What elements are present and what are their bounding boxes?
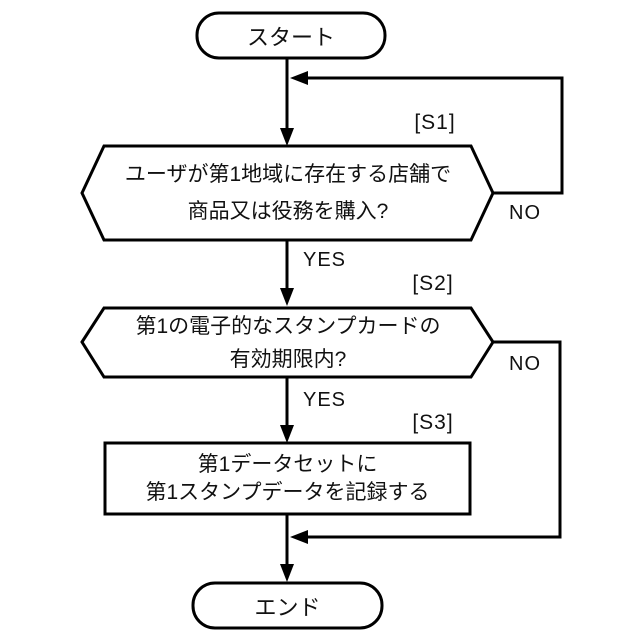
step-tag-s2-text: [S2] — [412, 272, 454, 295]
connector-s2-no-path — [305, 340, 562, 539]
arrowhead-into-s1 — [280, 128, 294, 146]
branch-label-s1-yes: YES — [303, 249, 347, 271]
process-s3-label: 第1データセットに 第1スタンプデータを記録する — [105, 443, 470, 514]
end-node-shape — [191, 581, 384, 630]
arrowhead-s2-no-join — [290, 530, 308, 544]
decision-s2-line1: 第1の電子的なスタンプカードの — [135, 314, 441, 338]
start-node-label: スタート — [197, 13, 385, 58]
decision-s2-line2: 有効期限内? — [229, 347, 347, 371]
end-node-text: エンド — [254, 594, 321, 620]
step-tag-s3: [S3] — [400, 410, 466, 436]
decision-s1-label: ユーザが第1地域に存在する店舗で 商品又は役務を購入? — [84, 146, 492, 240]
start-node-shape — [195, 11, 387, 60]
branch-label-s2-no: NO — [509, 353, 541, 375]
decision-s2-shape — [80, 306, 495, 379]
step-tag-s1-text: [S1] — [414, 111, 456, 134]
process-s3-line1: 第1データセットに — [197, 452, 378, 476]
arrowhead-into-s3 — [280, 425, 294, 443]
decision-s1-shape — [80, 144, 495, 242]
decision-s1-line2: 商品又は役務を購入? — [187, 200, 389, 223]
step-tag-s3-text: [S3] — [412, 411, 454, 434]
step-tag-s2: [S2] — [400, 271, 466, 297]
process-s3-line2: 第1スタンプデータを記録する — [145, 480, 430, 504]
arrowhead-into-s2 — [280, 288, 294, 306]
step-tag-s1: [S1] — [402, 110, 468, 136]
arrowhead-s1-no-return — [290, 71, 308, 85]
arrowhead-into-end — [280, 564, 294, 582]
branch-label-s2-yes: YES — [303, 389, 347, 411]
start-node-text: スタート — [246, 24, 335, 50]
decision-s1-line1: ユーザが第1地域に存在する店舗で — [124, 163, 452, 186]
decision-s2-label: 第1の電子的なスタンプカードの 有効期限内? — [84, 308, 492, 377]
branch-label-s1-no: NO — [509, 202, 541, 224]
end-node-label: エンド — [193, 583, 382, 628]
connector-s1-no-loop — [305, 76, 564, 195]
